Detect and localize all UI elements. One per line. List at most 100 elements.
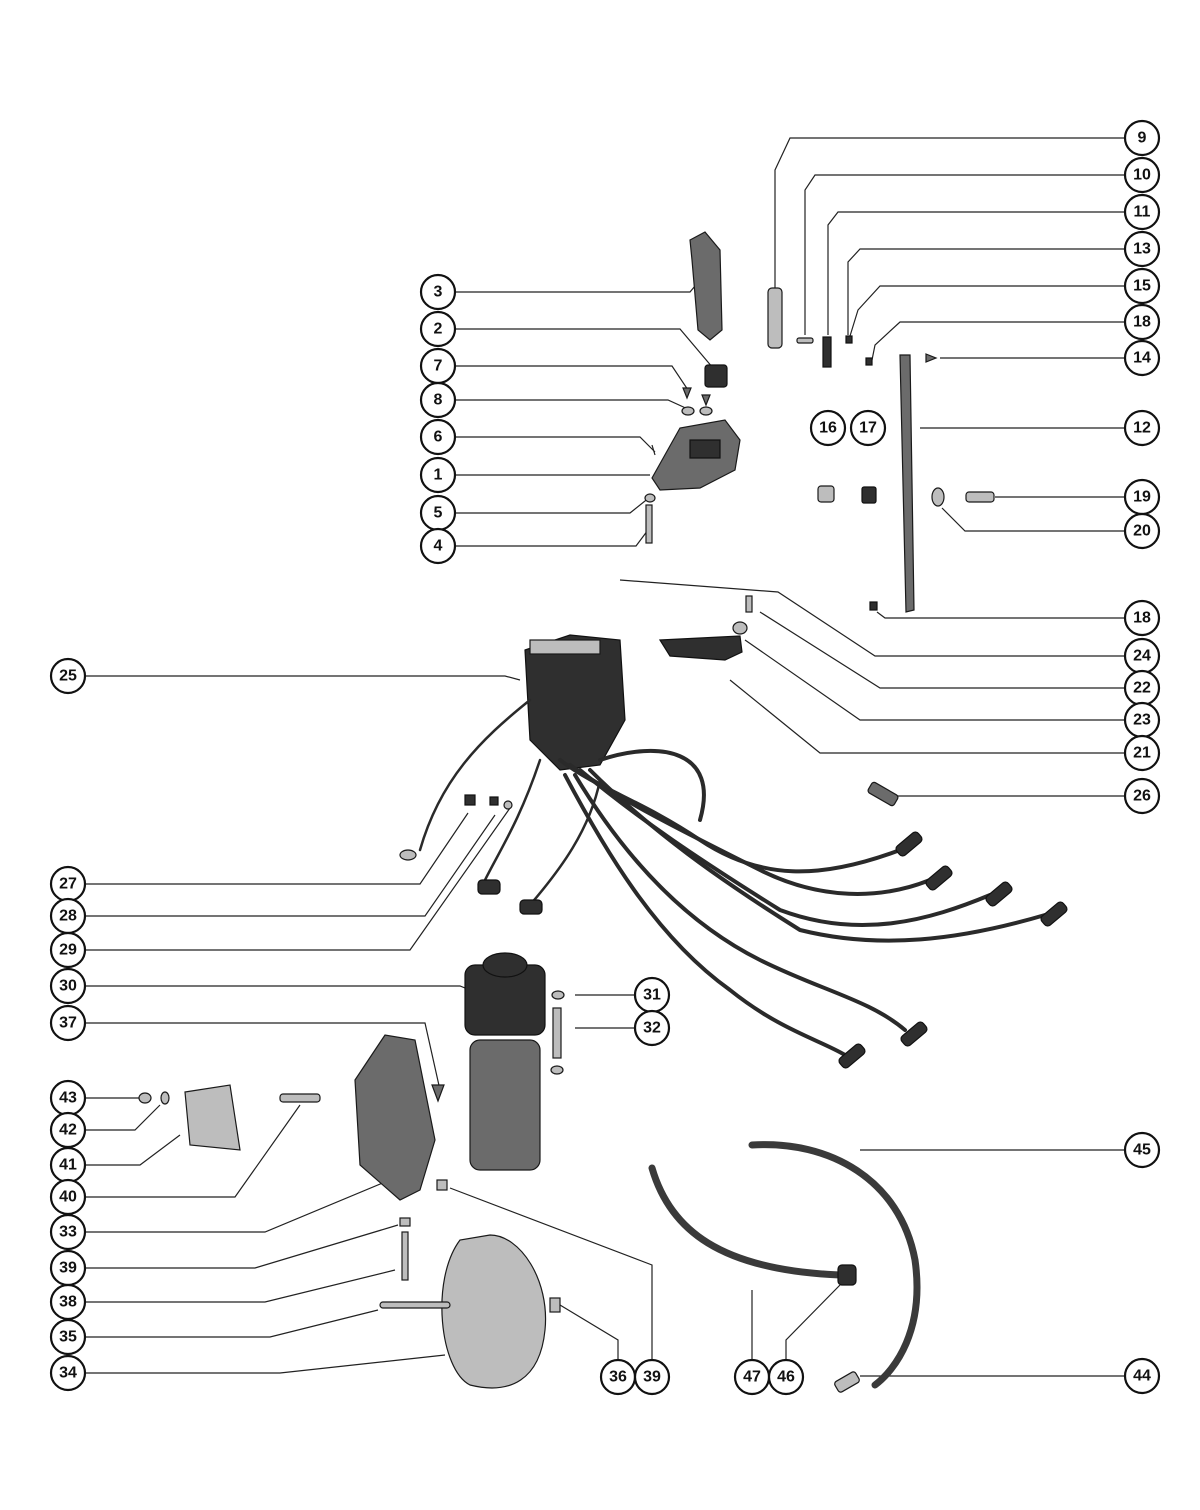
- part-nut-36: [549, 1297, 561, 1313]
- wire-9: [483, 758, 542, 882]
- svg-text:1: 1: [434, 467, 443, 484]
- svg-text:6: 6: [434, 429, 443, 446]
- boot-4: [1040, 901, 1068, 927]
- callout-42: 42: [49, 1111, 87, 1149]
- callout-29: 29: [49, 931, 87, 969]
- part-clip-37: [431, 1084, 445, 1103]
- svg-text:33: 33: [59, 1224, 77, 1241]
- part-16: [817, 485, 835, 503]
- svg-text:23: 23: [1133, 712, 1151, 729]
- callout-22: 22: [1123, 669, 1161, 707]
- svg-text:2: 2: [434, 321, 443, 338]
- callout-24: 24: [1123, 637, 1161, 675]
- part-block: [704, 364, 728, 388]
- callout-3: 3: [419, 273, 457, 311]
- callout-5: 5: [419, 494, 457, 532]
- part-washer-20: [931, 487, 945, 507]
- callout-20: 20: [1123, 512, 1161, 550]
- svg-text:14: 14: [1133, 350, 1151, 367]
- callout-14: 14: [1123, 339, 1161, 377]
- svg-text:34: 34: [59, 1365, 77, 1382]
- part-coil-body: [469, 1039, 541, 1171]
- callout-36: 36: [599, 1358, 637, 1396]
- part-bolt-38: [401, 1231, 409, 1281]
- svg-text:11: 11: [1134, 204, 1151, 221]
- part-clip-18b: [869, 601, 878, 611]
- callout-7: 7: [419, 347, 457, 385]
- part-clamp-band: [441, 1234, 547, 1389]
- part-fitting-44: [834, 1371, 860, 1393]
- part-coil-bracket: [354, 1034, 436, 1201]
- callouts: 9 10 11 13 15 18 14 12 19 20 18 24 22 23…: [49, 119, 1161, 1396]
- part-washer-8b: [699, 406, 713, 416]
- wire-6: [563, 773, 847, 1057]
- callout-2: 2: [419, 310, 457, 348]
- part-screw-14: [925, 353, 938, 363]
- part-nut-39b: [436, 1179, 448, 1191]
- wire-4: [588, 768, 1047, 943]
- part-nut-29: [503, 800, 513, 810]
- part-pin: [651, 444, 656, 456]
- svg-text:47: 47: [743, 1369, 761, 1386]
- callout-47: 47: [733, 1358, 771, 1396]
- callout-38: 38: [49, 1283, 87, 1321]
- boot-5: [900, 1021, 928, 1047]
- svg-text:3: 3: [434, 284, 443, 301]
- svg-text:9: 9: [1138, 130, 1147, 147]
- callout-9: 9: [1123, 119, 1161, 157]
- callout-18-top: 18: [1123, 303, 1161, 341]
- callout-19: 19: [1123, 478, 1161, 516]
- part-nut-23: [732, 621, 748, 635]
- callout-33: 33: [49, 1213, 87, 1251]
- part-washer-5: [644, 493, 656, 503]
- part-pin-10: [796, 337, 814, 344]
- svg-text:40: 40: [59, 1189, 77, 1206]
- callout-32: 32: [633, 1009, 671, 1047]
- part-terminal-27: [399, 849, 417, 861]
- callout-35: 35: [49, 1318, 87, 1356]
- part-nut-43: [138, 1092, 152, 1104]
- callout-39-left: 39: [49, 1249, 87, 1287]
- callout-39-right: 39: [633, 1358, 671, 1396]
- callout-15: 15: [1123, 267, 1161, 305]
- boot-1: [895, 831, 923, 857]
- svg-text:16: 16: [819, 420, 837, 437]
- callout-37: 37: [49, 1004, 87, 1042]
- part-bolt-32: [552, 1007, 562, 1059]
- svg-text:22: 22: [1133, 680, 1151, 697]
- callout-4: 4: [419, 527, 457, 565]
- svg-text:10: 10: [1133, 167, 1151, 184]
- svg-text:24: 24: [1133, 648, 1151, 665]
- callout-27: 27: [49, 865, 87, 903]
- svg-text:30: 30: [59, 978, 77, 995]
- part-spark-plug: [867, 781, 899, 807]
- callout-23: 23: [1123, 701, 1161, 739]
- callout-16: 16: [809, 409, 847, 447]
- part-17: [861, 486, 877, 504]
- svg-text:32: 32: [643, 1020, 661, 1037]
- boot-8: [519, 899, 543, 915]
- svg-text:25: 25: [59, 668, 77, 685]
- callout-41: 41: [49, 1146, 87, 1184]
- part-mount-detail: [689, 439, 721, 459]
- callout-18-bottom: 18: [1123, 599, 1161, 637]
- part-washer-8: [681, 406, 695, 416]
- part-bracket-arm: [689, 231, 723, 341]
- part-screw-7b: [701, 394, 711, 407]
- svg-text:26: 26: [1133, 788, 1151, 805]
- svg-text:46: 46: [777, 1369, 795, 1386]
- part-clip-15: [845, 335, 853, 344]
- callout-34: 34: [49, 1354, 87, 1392]
- callout-1: 1: [419, 456, 457, 494]
- leader-lines: [85, 137, 1125, 1377]
- callout-21: 21: [1123, 734, 1161, 772]
- callout-30: 30: [49, 967, 87, 1005]
- boot-7: [477, 879, 501, 895]
- svg-text:8: 8: [434, 392, 443, 409]
- part-screw-7: [682, 387, 692, 400]
- svg-text:45: 45: [1133, 1142, 1151, 1159]
- svg-text:44: 44: [1133, 1368, 1151, 1385]
- callout-12: 12: [1123, 409, 1161, 447]
- svg-text:37: 37: [59, 1015, 77, 1032]
